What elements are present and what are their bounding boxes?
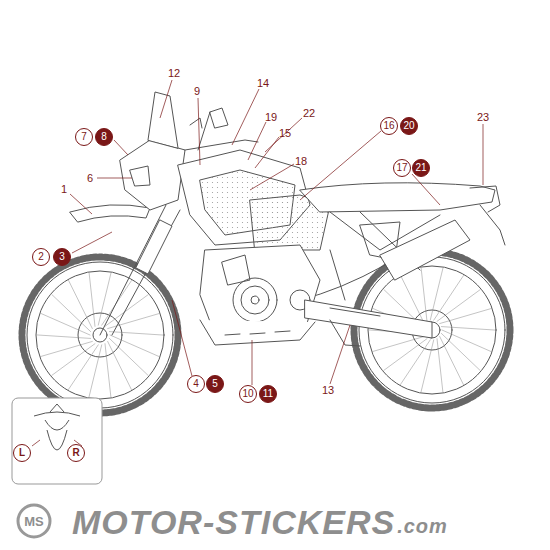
inset-front-view	[12, 398, 102, 484]
spoke	[434, 275, 464, 320]
spoke	[41, 341, 93, 356]
filled-callout: 21	[412, 159, 430, 177]
filled-callout: 5	[206, 375, 224, 393]
spoke	[52, 344, 95, 376]
spoke	[441, 327, 495, 330]
outlined-callout: 7	[75, 128, 93, 146]
spoke	[69, 280, 93, 328]
callout-number: 21	[415, 163, 426, 173]
callout-number: 2	[38, 252, 44, 262]
outlined-callout: 2	[32, 248, 50, 266]
spoke	[108, 314, 160, 329]
callout-number: R	[72, 448, 79, 458]
outlined-callout: 16	[380, 117, 398, 135]
spoke	[108, 341, 132, 389]
callout-number: 8	[101, 132, 107, 142]
spoke	[384, 339, 427, 371]
callout-number: 22	[303, 108, 315, 119]
spoke	[105, 295, 148, 327]
callout-number: 16	[383, 121, 394, 131]
spoke	[109, 332, 163, 335]
leader-lines	[70, 80, 483, 385]
spoke	[89, 345, 102, 397]
filled-callout: 8	[95, 128, 113, 146]
spoke	[373, 336, 425, 351]
callout-number: 1	[61, 184, 67, 195]
spoke	[400, 340, 430, 385]
callout-number: 6	[87, 173, 93, 184]
logo-text: MS	[24, 515, 44, 528]
filled-callout: 11	[259, 385, 277, 403]
spoke	[440, 336, 464, 384]
callout-number: 20	[403, 121, 414, 131]
watermark: MOTOR-STICKERS	[72, 505, 395, 539]
callout-number: 17	[396, 163, 407, 173]
spoke	[37, 335, 91, 338]
outlined-callout: R	[67, 444, 85, 462]
callout-number: L	[19, 448, 25, 458]
callout-number: 18	[295, 156, 307, 167]
spoke	[105, 344, 111, 397]
callout-number: 7	[81, 132, 87, 142]
callout-number: 12	[168, 68, 180, 79]
outlined-callout: 4	[187, 375, 205, 393]
outlined-callout: 10	[239, 385, 257, 403]
spoke	[401, 275, 425, 323]
spoke	[421, 340, 434, 392]
callout-number: 23	[477, 112, 489, 123]
callout-number: 13	[322, 385, 334, 396]
logo-ring	[18, 505, 50, 537]
spoke	[421, 268, 427, 321]
callout-number: 11	[263, 389, 273, 399]
bike-outline	[22, 92, 510, 413]
callout-number: 5	[212, 379, 218, 389]
callout-number: 14	[257, 78, 269, 89]
callout-number: 19	[265, 112, 277, 123]
callout-number: 9	[194, 86, 200, 97]
callout-number: 10	[242, 389, 253, 399]
spoke	[68, 345, 98, 390]
spoke	[430, 268, 443, 320]
spoke	[437, 339, 443, 392]
spoke	[89, 273, 95, 326]
filled-callout: 20	[400, 117, 418, 135]
callout-number: 15	[279, 128, 291, 139]
spoke	[437, 290, 480, 322]
watermark: .com	[397, 516, 448, 536]
outlined-callout: 17	[393, 159, 411, 177]
outlined-callout: L	[13, 444, 31, 462]
callout-number: 4	[193, 379, 199, 389]
filled-callout: 3	[53, 248, 71, 266]
spoke	[440, 309, 492, 324]
callout-number: 3	[59, 252, 65, 262]
